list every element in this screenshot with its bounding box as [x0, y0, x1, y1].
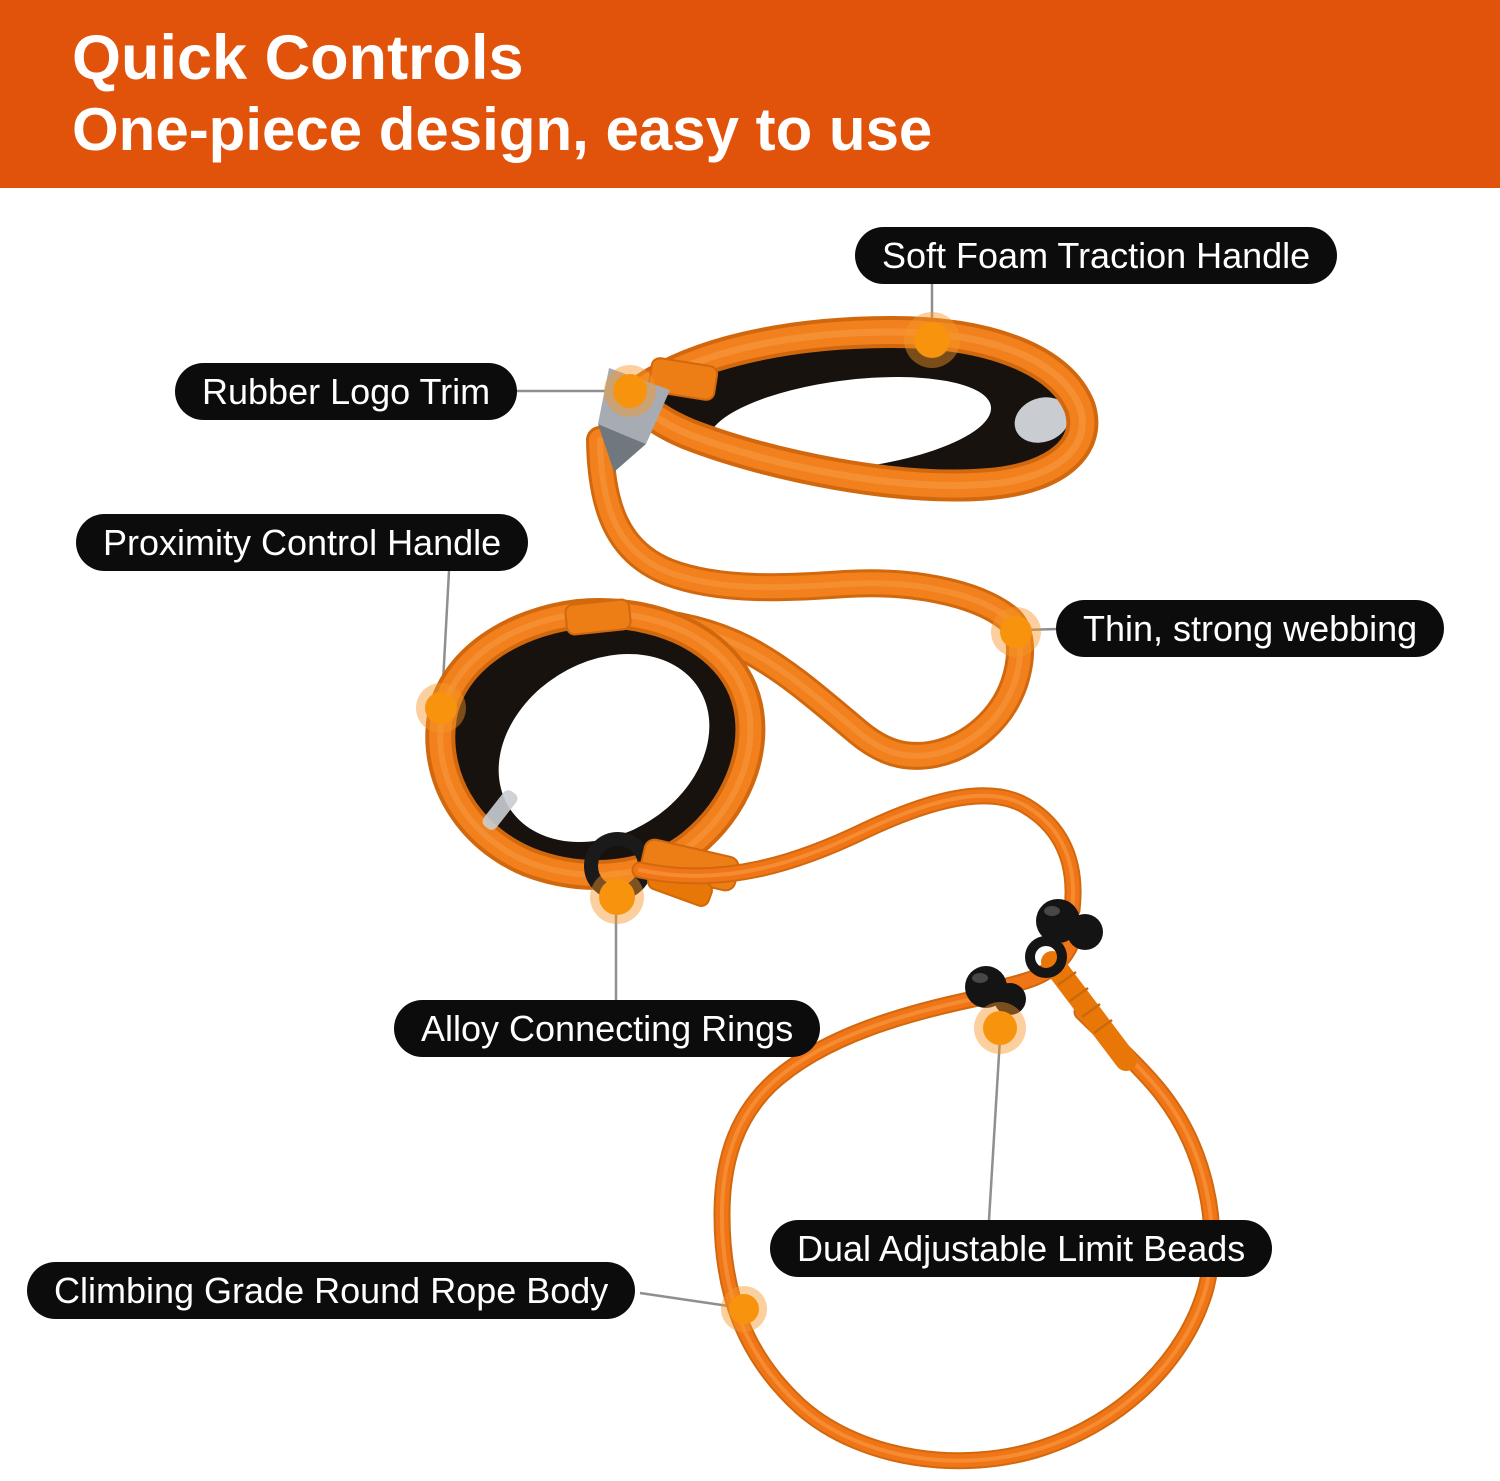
callout-climbing-grade-round-rope-body: Climbing Grade Round Rope Body	[27, 1262, 636, 1319]
slip-knot-ring	[1025, 936, 1067, 978]
callout-proximity-control-handle: Proximity Control Handle	[76, 514, 529, 571]
marker-limit-beads	[974, 1002, 1026, 1054]
collar-loop-hole	[498, 653, 710, 843]
strap-highlight	[597, 437, 1024, 759]
limit-bead-upper	[1036, 899, 1103, 950]
foam-reflection	[1014, 397, 1070, 443]
connector-limit-beads	[987, 1037, 1002, 1221]
marker-alloy-ring	[590, 870, 644, 924]
connector-rope-body	[639, 1291, 743, 1310]
soft-foam-traction-handle-loop	[612, 315, 1099, 502]
marker-webbing	[991, 607, 1041, 657]
callout-thin-strong-webbing: Thin, strong webbing	[1056, 600, 1445, 657]
marker-rope-body	[721, 1286, 767, 1332]
webbing-strap	[586, 426, 1035, 770]
callout-soft-foam-traction-handle: Soft Foam Traction Handle	[855, 227, 1338, 284]
collar-stitch-tab	[564, 598, 632, 636]
marker-rubber-trim	[604, 365, 656, 417]
callout-alloy-connecting-rings: Alloy Connecting Rings	[394, 1000, 821, 1057]
reflective-strip	[482, 790, 518, 830]
rope-hump-highlight	[638, 793, 1075, 912]
page-subtitle: One-piece design, easy to use	[72, 96, 933, 164]
callout-rubber-logo-trim: Rubber Logo Trim	[175, 363, 518, 420]
callout-dual-adjustable-limit-beads: Dual Adjustable Limit Beads	[770, 1220, 1273, 1277]
marker-soft-foam	[904, 312, 960, 368]
trim-fold	[598, 424, 646, 472]
round-rope	[631, 787, 1221, 1470]
page-title: Quick Controls	[72, 23, 524, 93]
header-banner: Quick Controls One-piece design, easy to…	[0, 0, 1500, 188]
rope-splice-stitch	[1041, 951, 1137, 1071]
handle-webbing-highlight	[629, 328, 1086, 489]
callout-connector-lines	[440, 284, 1059, 1310]
limit-bead-lower	[965, 966, 1026, 1015]
rope-loop-highlight	[719, 994, 1214, 1463]
proximity-control-handle-loop	[425, 598, 766, 890]
feature-markers	[416, 312, 1041, 1332]
marker-proximity-handle	[416, 683, 466, 733]
